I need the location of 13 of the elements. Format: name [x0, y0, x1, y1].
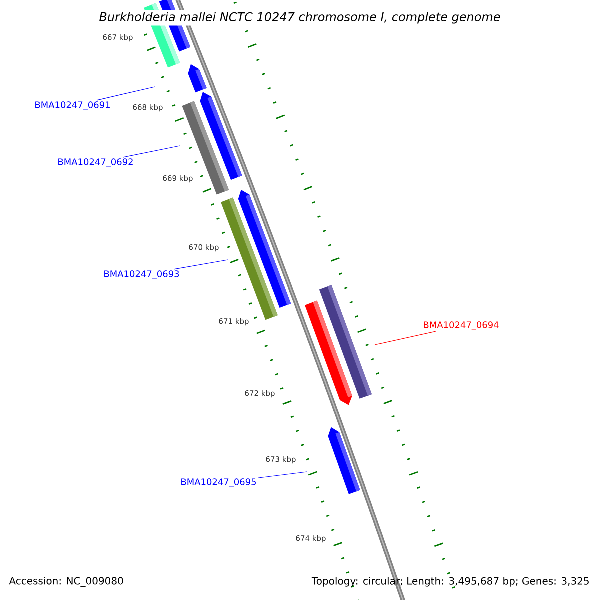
gene-label: BMA10247_0691 [36, 102, 110, 110]
gene-label: BMA10247_0692 [58, 158, 133, 168]
gene-label: BMA10247_0693 [104, 270, 180, 280]
genome-info: Topology: circular; Length: 3,495,687 bp; Genes: 3,325 [312, 577, 589, 587]
gene-label: BMA10247_0694 [424, 322, 499, 330]
accession-text: Accession: NC_009080 [9, 577, 124, 587]
gene-label: BMA10247_0695 [182, 478, 256, 488]
title: Burkholderia mallei NCTC 10247 chromosome I, complete genome [97, 10, 503, 26]
leader-line [374, 331, 436, 346]
leader-line [258, 472, 308, 478]
leader-line [174, 260, 228, 270]
leader-line [123, 146, 180, 158]
leader-line [96, 86, 156, 101]
